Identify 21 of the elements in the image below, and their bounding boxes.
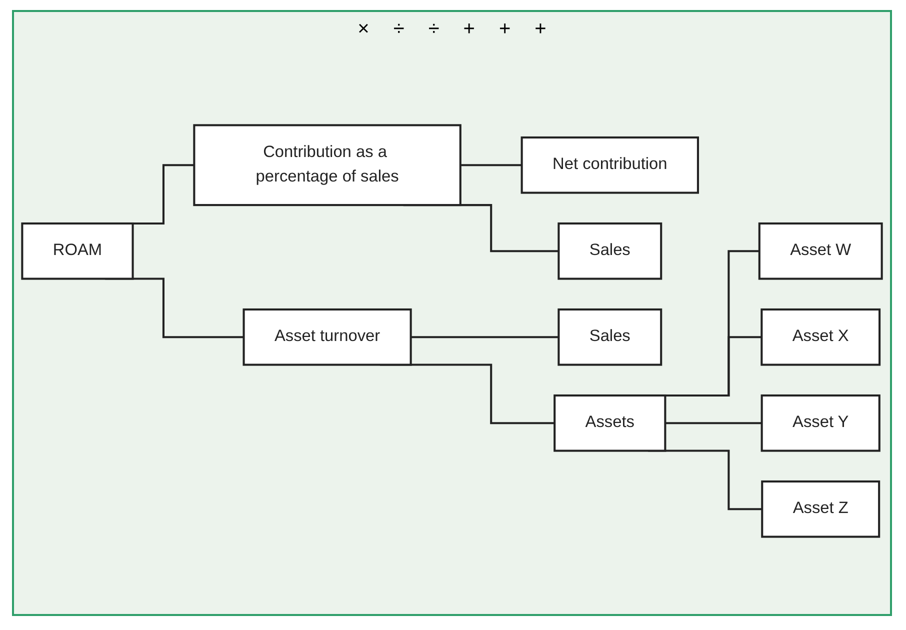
connector: [460, 164, 523, 166]
operator-sign: +: [463, 18, 475, 41]
node-box: [558, 222, 662, 280]
node-box: [242, 308, 412, 366]
node-box: [761, 480, 880, 538]
node-box: [558, 308, 662, 366]
panel-background: × ÷ ÷ + + + ROAM Contribution as a percentage of sales Net contribution Sales Asset turnover Sales Assets Asset W Asset X Asset Y Asset Z: [12, 10, 892, 616]
operator-sign: ×: [358, 18, 370, 41]
operator-sign: ÷: [393, 18, 404, 41]
node-box: [760, 394, 880, 452]
node-box: [758, 222, 883, 280]
node-box: [760, 308, 881, 366]
node-box: [193, 124, 462, 206]
node-box: [520, 136, 699, 194]
connector: [665, 422, 763, 424]
operator-sign: ÷: [428, 18, 440, 41]
operator-sign: +: [498, 18, 511, 41]
connector: [410, 336, 560, 338]
node-box: [554, 394, 666, 452]
operator-sign: +: [534, 18, 546, 41]
node-box: [21, 222, 134, 280]
